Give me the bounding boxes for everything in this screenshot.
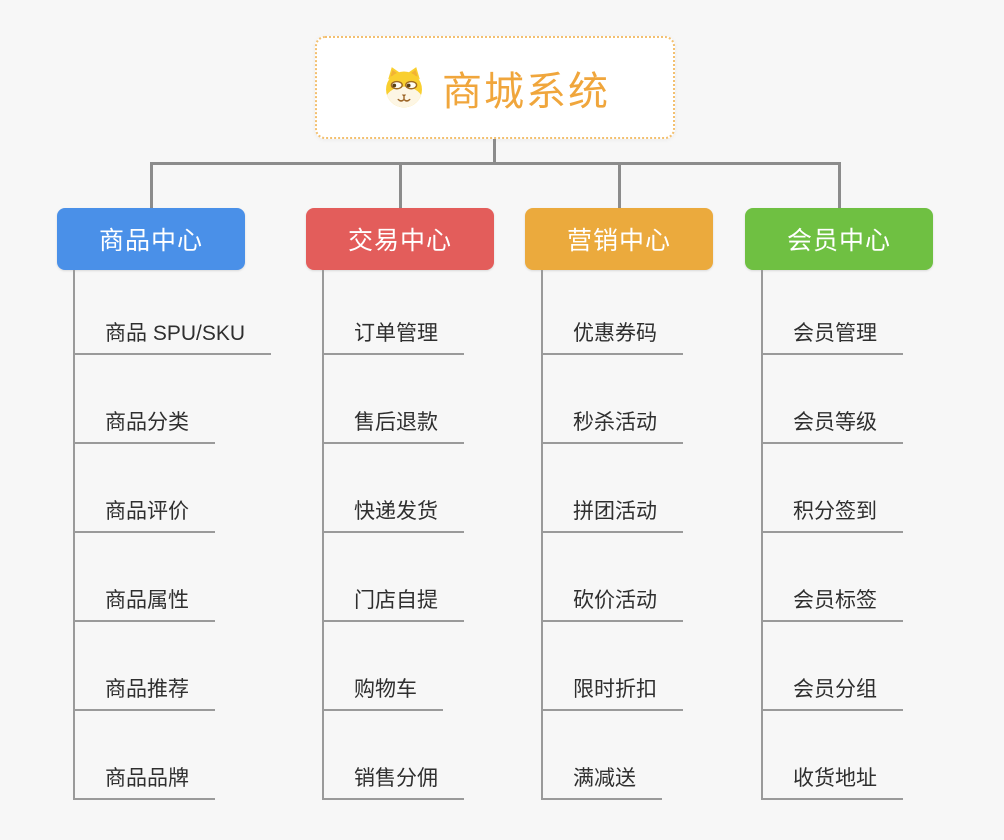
connector-drop-4 [838,163,841,209]
column-line [73,270,75,800]
column-product: 商品 SPU/SKU 商品分类 商品评价 商品属性 商品推荐 商品品牌 [57,270,297,800]
connector-bus [150,162,841,165]
child-topic: 商品推荐 [57,622,297,711]
branch-product-center[interactable]: 商品中心 [57,208,245,270]
child-topic: 购物车 [306,622,546,711]
child-topic: 商品评价 [57,444,297,533]
connector-drop-3 [618,163,621,209]
child-topic: 会员等级 [745,355,985,444]
column-line [322,270,324,800]
child-topic: 拼团活动 [525,444,765,533]
connector-drop-2 [399,163,402,209]
child-topic: 商品 SPU/SKU [57,270,297,355]
column-member: 会员管理 会员等级 积分签到 会员标签 会员分组 收货地址 [745,270,985,800]
child-topic: 积分签到 [745,444,985,533]
child-topic: 商品属性 [57,533,297,622]
branch-trade-center[interactable]: 交易中心 [306,208,494,270]
child-topic: 快递发货 [306,444,546,533]
branch-marketing-center[interactable]: 营销中心 [525,208,713,270]
branch-member-center[interactable]: 会员中心 [745,208,933,270]
child-topic: 秒杀活动 [525,355,765,444]
child-topic: 商品分类 [57,355,297,444]
child-topic: 售后退款 [306,355,546,444]
child-topic: 满减送 [525,711,765,800]
column-marketing: 优惠券码 秒杀活动 拼团活动 砍价活动 限时折扣 满减送 [525,270,765,800]
child-topic: 商品品牌 [57,711,297,800]
connector-root-vertical [493,139,496,165]
child-topic: 订单管理 [306,270,546,355]
child-topic: 优惠券码 [525,270,765,355]
connector-drop-1 [150,163,153,209]
column-trade: 订单管理 售后退款 快递发货 门店自提 购物车 销售分佣 [306,270,546,800]
root-title: 商城系统 [442,69,610,114]
child-topic: 销售分佣 [306,711,546,800]
child-topic: 门店自提 [306,533,546,622]
child-topic: 砍价活动 [525,533,765,622]
dog-face-icon [380,65,428,111]
child-topic: 会员管理 [745,270,985,355]
child-topic: 限时折扣 [525,622,765,711]
child-topic: 会员分组 [745,622,985,711]
child-topic: 会员标签 [745,533,985,622]
root-node[interactable]: 商城系统 [315,36,675,139]
child-topic: 收货地址 [745,711,985,800]
column-line [761,270,763,800]
column-line [541,270,543,800]
